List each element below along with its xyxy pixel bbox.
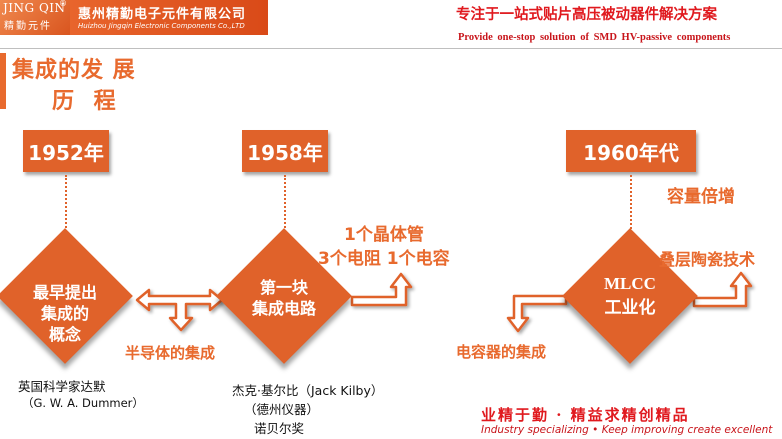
label-transistor: 1个晶体管 — [344, 225, 424, 245]
company-logo: JING QIN ® 精勤元件 — [0, 0, 70, 35]
double-arrow-with-down-icon — [135, 288, 224, 332]
person-1952-english: （G. W. A. Dummer） — [22, 396, 144, 410]
person-1958-name: 杰克·基尔比（Jack Kilby） — [232, 383, 384, 398]
footer-motto-cn: 业精于勤 · 精益求精创精品 — [481, 406, 690, 424]
label-multilayer-ceramic-tech: 叠层陶瓷技术 — [659, 250, 756, 269]
person-1958-company: （德州仪器） — [244, 402, 320, 417]
bent-down-arrow-icon — [506, 294, 568, 333]
event-line: 集成的 — [40, 304, 89, 323]
event-line: 集成电路 — [251, 299, 316, 318]
dotted-connector-1 — [65, 175, 67, 275]
title-accent-bar — [0, 53, 6, 109]
dotted-connector-2 — [284, 175, 286, 275]
label-resistors-capacitor: 3个电阻 1个电容 — [318, 249, 450, 269]
year-box-1958: 1958年 — [242, 130, 328, 172]
label-capacity-multiplied: 容量倍增 — [667, 187, 735, 207]
person-1952-name: 英国科学家达默 — [18, 379, 106, 394]
logo-wordmark: JING QIN — [3, 1, 66, 15]
bent-up-arrow-icon-2 — [692, 271, 753, 308]
label-semiconductor-integration: 半导体的集成 — [125, 344, 216, 362]
company-name-banner: 惠州精勤电子元件有限公司 Huizhou Jingqin Electronic … — [70, 0, 268, 35]
dotted-connector-3 — [630, 175, 632, 265]
event-text-1952: 最早提出 集成的 概念 — [15, 282, 115, 345]
label-capacitor-integration: 电容器的集成 — [456, 343, 547, 361]
page-title-line2: 历 程 — [52, 89, 122, 114]
slogan-en: Provide one-stop solution of SMD HV-pass… — [458, 32, 731, 43]
company-name-en: Huizhou Jingqin Electronic Components Co… — [78, 22, 245, 30]
page-title-line1: 集成的发 展 — [12, 58, 136, 83]
logo-chinese-name: 精勤元件 — [4, 21, 52, 32]
bent-up-arrow-icon-1 — [350, 272, 413, 307]
registered-mark: ® — [59, 0, 67, 8]
person-1958-award: 诺贝尔奖 — [254, 421, 305, 436]
event-line: 工业化 — [604, 298, 656, 318]
slogan-cn: 专注于一站式贴片高压被动器件解决方案 — [456, 6, 717, 23]
year-box-1960s: 1960年代 — [566, 130, 696, 172]
event-line: 最早提出 — [32, 283, 97, 302]
footer-motto-en: Industry specializing • Keep improving c… — [481, 424, 773, 436]
event-text-1960s: MLCC 工业化 — [580, 272, 680, 320]
event-line: 第一块 — [259, 278, 308, 297]
header-divider — [0, 48, 782, 49]
year-box-1952: 1952年 — [23, 130, 109, 172]
event-line: 概念 — [48, 325, 81, 344]
event-line: MLCC — [604, 274, 656, 293]
company-name-cn: 惠州精勤电子元件有限公司 — [78, 7, 247, 22]
event-text-1958: 第一块 集成电路 — [234, 277, 334, 319]
